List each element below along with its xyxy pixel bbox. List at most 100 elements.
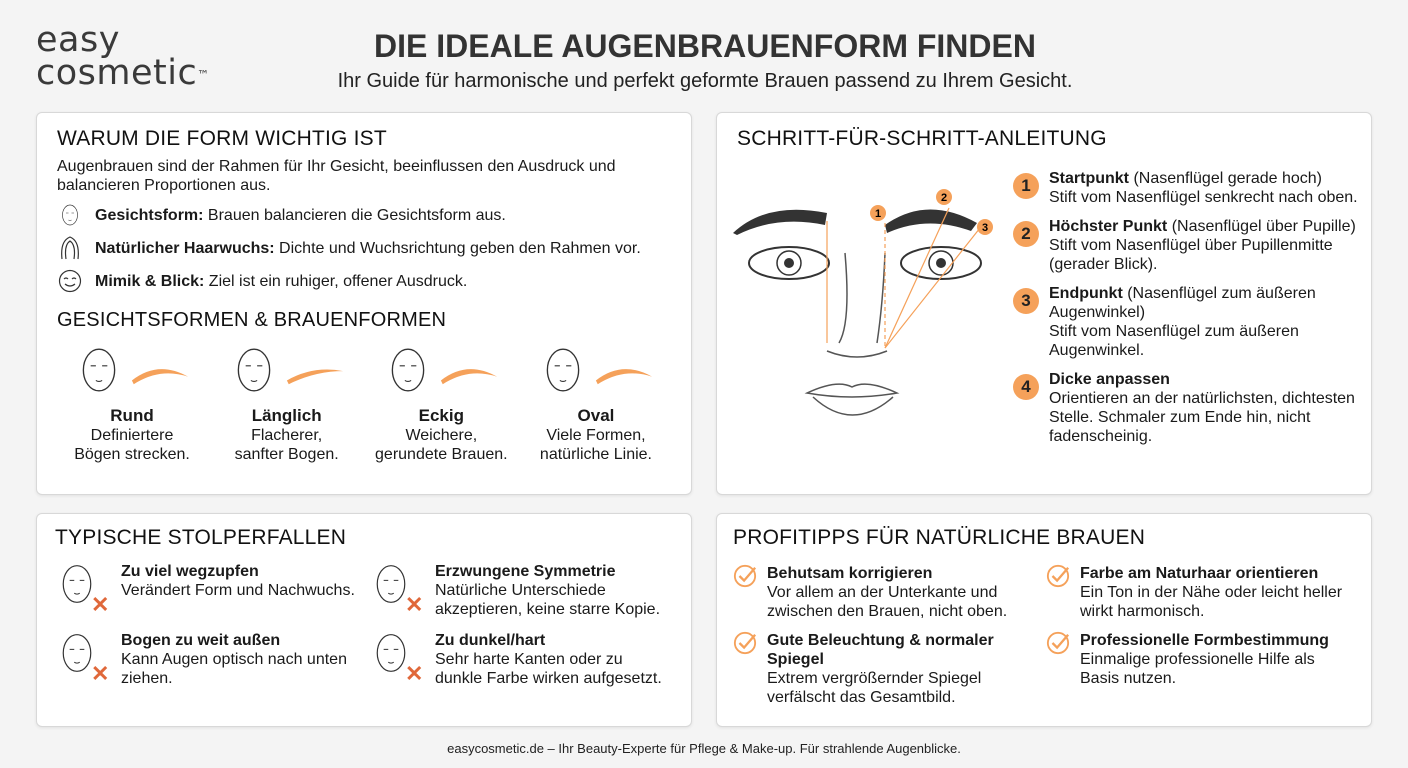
why-item: Mimik & Blick: Ziel ist ein ruhiger, off… — [57, 269, 671, 293]
face-shape-desc-1: Definiertere — [90, 427, 174, 444]
pitfall-label: Erzwungene Symmetrie — [435, 563, 616, 580]
face-with-cross-icon: ✕ — [369, 631, 425, 688]
pitfalls-title: TYPISCHE STOLPERFALLEN — [55, 526, 347, 549]
eyebrow-shape-icon — [131, 369, 189, 385]
face-shape-desc-1: Flacherer, — [251, 427, 323, 444]
why-item: Natürlicher Haarwuchs: Dichte und Wuchsr… — [57, 235, 671, 261]
marker-3: 3 — [982, 222, 988, 234]
pitfall-text: Sehr harte Kanten oder zu dunkle Farbe w… — [435, 651, 662, 687]
pitfalls-card: TYPISCHE STOLPERFALLEN ✕ Zu viel wegzupfe… — [36, 513, 692, 727]
pitfall-label: Bogen zu weit außen — [121, 632, 281, 649]
face-shape-name: Rund — [110, 406, 154, 425]
eyebrow-shape-icon — [286, 369, 343, 385]
face-with-cross-icon: ✕ — [55, 562, 111, 619]
hair-outline-icon — [57, 235, 83, 261]
face-icon — [229, 345, 279, 400]
face-shape-desc-1: Viele Formen, — [546, 427, 646, 444]
pitfall-label: Zu viel wegzupfen — [121, 563, 259, 580]
why-item-text: Brauen balancieren die Gesichtsform aus. — [203, 206, 506, 224]
step-label: Startpunkt — [1049, 170, 1129, 187]
face-shape-name: Eckig — [418, 406, 464, 425]
why-card: WARUM DIE FORM WICHTIG IST Augenbrauen s… — [36, 112, 692, 495]
tips-card: PROFITIPPS FÜR NATÜRLICHE BRAUEN Behutsa… — [716, 513, 1372, 727]
why-item-text: Ziel ist ein ruhiger, offener Ausdruck. — [204, 272, 468, 290]
page-subtitle: Ihr Guide für harmonische und perfekt ge… — [337, 70, 1073, 92]
face-shape-desc-2: Bögen strecken. — [74, 446, 190, 463]
step-text: Stift vom Nasenflügel zum äußeren Augenw… — [1049, 323, 1299, 359]
eyebrow-shape-icon — [595, 369, 653, 385]
logo-line2: cosmetic — [36, 53, 198, 93]
face-with-cross-icon: ✕ — [55, 631, 111, 688]
step-label: Dicke anpassen — [1049, 371, 1170, 388]
smile-icon — [57, 269, 83, 293]
tip-label: Farbe am Naturhaar orientieren — [1080, 565, 1319, 582]
step-number: 3 — [1013, 288, 1039, 314]
tip-text: Ein Ton in der Nähe oder leicht heller w… — [1080, 584, 1343, 620]
step-paren: (Nasenflügel über Pupille) — [1167, 218, 1356, 235]
pitfall-text: Verändert Form und Nachwuchs. — [121, 582, 355, 599]
page-title: DIE IDEALE AUGENBRAUENFORM FINDEN — [374, 28, 1036, 64]
step-text: Stift vom Nasenflügel senkrecht nach obe… — [1049, 189, 1358, 206]
face-shape-name: Oval — [577, 406, 615, 425]
step-paren: (Nasenflügel zum äußeren Augenwinkel) — [1049, 285, 1316, 321]
step-item: 2 Höchster Punkt (Nasenflügel über Pupill… — [1013, 217, 1358, 274]
face-icon — [74, 345, 124, 400]
why-intro: Augenbrauen sind der Rahmen für Ihr Gesi… — [57, 158, 616, 194]
why-item: Gesichtsform: Brauen balancieren die Ges… — [57, 203, 671, 227]
step-text: Orientieren an der natürlichsten, dichte… — [1049, 390, 1355, 445]
tip-label: Gute Beleuchtung & normaler Spiegel — [767, 632, 994, 668]
face-icon — [383, 345, 433, 400]
tip-label: Behutsam korrigieren — [767, 565, 933, 582]
face-outline-icon — [57, 203, 83, 227]
trademark: ™ — [197, 68, 210, 82]
cross-icon: ✕ — [405, 592, 424, 617]
tip-label: Professionelle Formbestimmung — [1080, 632, 1329, 649]
steps-title: SCHRITT-FÜR-SCHRITT-ANLEITUNG — [737, 127, 1107, 150]
step-number: 2 — [1013, 221, 1039, 247]
step-paren: (Nasenflügel gerade hoch) — [1129, 170, 1323, 187]
shapes-title: GESICHTSFORMEN & BRAUENFORMEN — [57, 309, 447, 331]
tip-text: Einmalige professionelle Hilfe als Basis… — [1080, 651, 1315, 687]
why-item-label: Natürlicher Haarwuchs: — [95, 239, 275, 257]
logo-line1: easy — [36, 20, 120, 60]
check-circle-icon — [733, 631, 757, 655]
face-with-cross-icon: ✕ — [369, 562, 425, 619]
marker-1: 1 — [875, 208, 881, 220]
cross-icon: ✕ — [405, 661, 424, 686]
why-title: WARUM DIE FORM WICHTIG IST — [57, 127, 387, 150]
face-measurement-illustration: 1 2 3 — [733, 189, 993, 416]
why-item-text: Dichte und Wuchsrichtung geben den Rahme… — [274, 239, 641, 257]
eyebrow-shape-icon — [441, 369, 498, 385]
why-item-label: Mimik & Blick: — [95, 272, 205, 290]
step-text: Stift vom Nasenflügel über Pupillenmitte… — [1049, 237, 1333, 273]
pitfall-text: Kann Augen optisch nach unten ziehen. — [121, 651, 347, 687]
face-shape-name: Länglich — [251, 406, 322, 425]
face-icon — [538, 345, 588, 400]
tip-text: Vor allem an der Unterkante und zwischen… — [767, 584, 1008, 620]
tip-text: Extrem vergrößernder Spiegel verfälscht … — [767, 670, 982, 706]
marker-2: 2 — [941, 192, 947, 204]
face-shape-desc-1: Weichere, — [405, 427, 478, 444]
step-label: Höchster Punkt — [1049, 218, 1168, 235]
why-item-label: Gesichtsform: — [95, 206, 204, 224]
check-circle-icon — [733, 564, 757, 588]
step-number: 4 — [1013, 374, 1039, 400]
footer: easycosmetic.de – Ihr Beauty-Experte für… — [447, 741, 961, 756]
check-circle-icon — [1046, 564, 1070, 588]
pitfall-text: Natürliche Unterschiede akzeptieren, kei… — [435, 582, 661, 618]
face-shape-desc-2: gerundete Brauen. — [375, 446, 508, 463]
